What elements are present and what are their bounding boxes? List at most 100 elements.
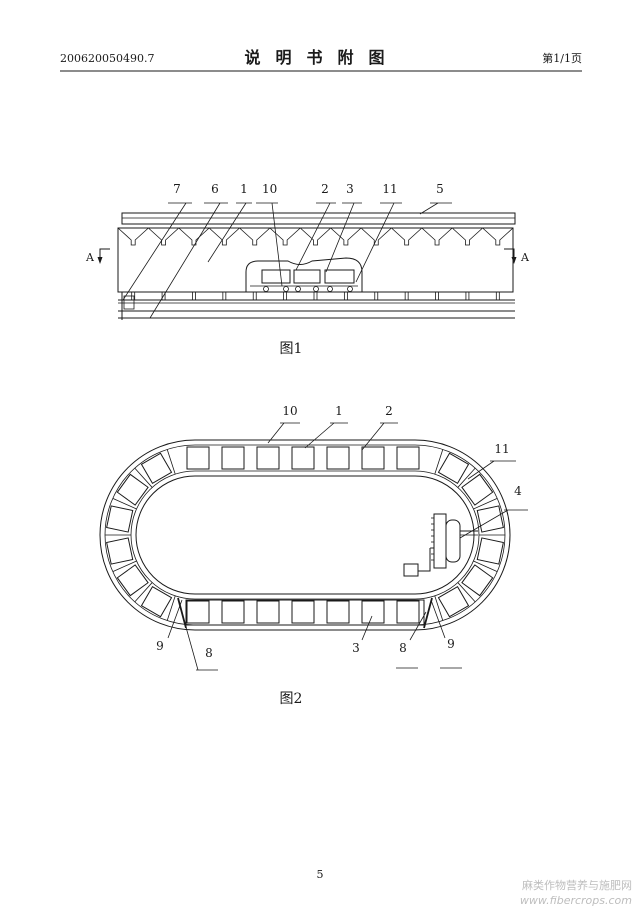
carrier-block — [116, 564, 149, 597]
carrier-block — [461, 564, 494, 597]
track-support — [457, 467, 476, 488]
main-chamber — [117, 227, 514, 293]
label-11: 11 — [494, 442, 509, 456]
carrier-block — [106, 537, 134, 565]
track-supports — [105, 449, 505, 621]
outer-rail — [104, 444, 506, 626]
carrier-block — [476, 537, 504, 565]
section-mark-left: A — [85, 248, 110, 264]
label-4: 4 — [514, 484, 522, 498]
carrier-block — [221, 600, 245, 624]
carrier-block — [186, 446, 210, 470]
leader-line-3 — [325, 202, 362, 273]
track-support — [134, 467, 153, 488]
support-leg — [252, 291, 257, 301]
track-support — [434, 449, 444, 475]
hopper — [391, 227, 423, 246]
leader-line-7 — [122, 202, 192, 301]
hopper — [148, 227, 180, 246]
support-leg — [192, 291, 196, 301]
track-support — [473, 498, 498, 510]
label-7: 7 — [173, 182, 181, 196]
support-leg-row — [131, 291, 500, 301]
carrier-block — [326, 600, 350, 624]
hopper — [269, 227, 301, 246]
section-letter: A — [520, 251, 530, 264]
label-9: 9 — [156, 639, 164, 653]
leader-line-2 — [295, 202, 336, 271]
inner-boundary — [135, 475, 475, 595]
section-arrow-icon — [97, 257, 103, 264]
leader-line-4 — [459, 509, 528, 539]
carrier-block — [437, 585, 470, 618]
cart-wheel — [327, 286, 333, 292]
label-11: 11 — [382, 182, 397, 196]
carrier-block — [291, 600, 315, 624]
figure-2-caption: 图2 — [280, 691, 303, 707]
carrier-blocks — [106, 446, 504, 624]
top-beam — [121, 212, 516, 225]
track-support — [166, 595, 176, 621]
drive-drum — [445, 519, 461, 563]
drive-unit — [403, 513, 478, 577]
hopper — [117, 227, 149, 246]
carrier-block — [256, 600, 280, 624]
label-3: 3 — [346, 182, 354, 196]
transport-cart — [245, 257, 363, 292]
hopper-row — [117, 227, 514, 246]
watermark-url: www.fibercrops.com — [520, 894, 632, 907]
cart-box — [261, 269, 291, 284]
track-support — [434, 595, 444, 621]
label-3: 3 — [352, 641, 360, 655]
cart-wheel — [347, 286, 353, 292]
cart-wheel — [313, 286, 319, 292]
page-info: 第1/1页 — [542, 51, 582, 65]
cart-wheel — [295, 286, 301, 292]
leader-line-11 — [355, 202, 402, 283]
leader-line-11 — [467, 460, 516, 480]
figure-1-leaders — [122, 202, 452, 319]
track-support — [166, 449, 176, 475]
carrier-block — [396, 600, 420, 624]
carrier-block — [106, 505, 134, 533]
watermark: 麻类作物营养与施肥网 www.fibercrops.com — [520, 878, 632, 907]
figure-1: A A 7 6 1 10 2 3 11 5 — [85, 182, 530, 357]
leader-line-6 — [149, 202, 228, 319]
label-8: 8 — [399, 641, 407, 655]
leader-line-8 — [396, 611, 427, 669]
support-leg — [222, 291, 227, 301]
support-leg — [404, 291, 409, 301]
carrier-block — [396, 446, 420, 470]
watermark-site-name: 麻类作物营养与施肥网 — [522, 878, 632, 892]
track-support — [112, 560, 137, 572]
track-joint-right — [423, 597, 433, 629]
leader-line-1 — [304, 422, 348, 449]
leader-line-9 — [167, 599, 183, 639]
label-8: 8 — [205, 646, 213, 660]
hopper — [178, 227, 210, 246]
cart-box — [324, 269, 355, 284]
application-number: 200620050490.7 — [60, 52, 154, 65]
support-leg — [495, 291, 500, 301]
figure-1-caption: 图1 — [280, 341, 303, 357]
page-title: 说明书附图 — [244, 48, 399, 67]
rail-end-block — [123, 295, 135, 310]
hopper — [300, 227, 331, 246]
leader-line-10 — [267, 422, 300, 444]
figure-2: 10 1 2 11 4 9 8 3 8 9 图2 — [99, 404, 528, 707]
track-support — [457, 582, 476, 603]
carrier-block — [326, 446, 350, 470]
motor-link — [418, 548, 431, 572]
hopper — [330, 227, 362, 246]
track-support — [112, 498, 137, 510]
bottom-rails — [118, 292, 515, 320]
label-10: 10 — [262, 182, 277, 196]
figure-2-labels: 10 1 2 11 4 9 8 3 8 9 — [156, 404, 522, 660]
hopper — [421, 227, 453, 246]
carrier-block — [361, 446, 385, 470]
label-1: 1 — [240, 182, 248, 196]
leader-line-1 — [207, 202, 252, 263]
support-leg — [313, 291, 318, 301]
track-support — [134, 582, 153, 603]
